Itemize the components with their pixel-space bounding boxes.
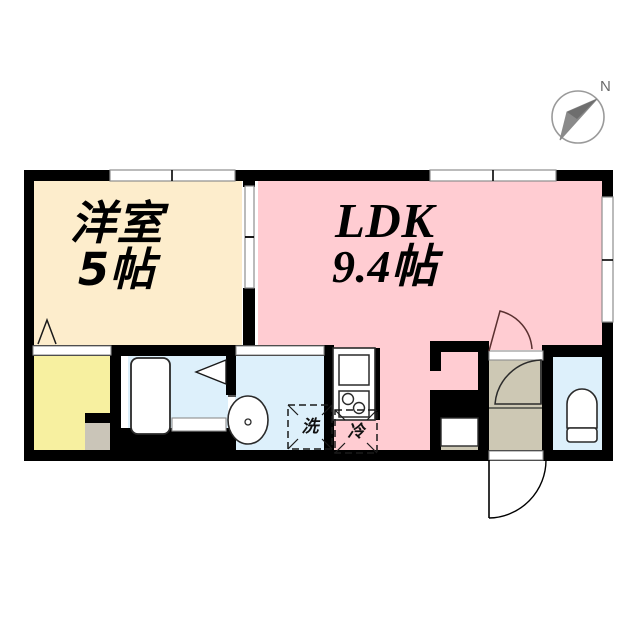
washroom-door-top[interactable] [235,345,325,356]
ldk-floor [258,180,612,350]
kitchen-unit [332,347,376,421]
closet-doors[interactable] [32,345,112,356]
bathtub [130,357,171,435]
bath-ledge [171,417,227,432]
shoe-cabinet [440,417,479,447]
entrance-door[interactable] [488,450,547,519]
fridge-tag: 冷 [347,422,365,442]
interior-walls [33,171,612,453]
fridge-space [334,409,378,454]
compass-rose [551,90,605,144]
bedroom-name: 洋室 [70,196,163,250]
window-ldk-right [601,196,614,323]
window-bedroom-top [109,169,236,182]
washbasin [227,395,269,445]
sliding-door-bedroom-ldk[interactable] [244,185,255,289]
bathroom-door-indicator [194,358,227,386]
washer-tag: 洗 [301,417,319,437]
ldk-label: LDK 9.4帖 [332,196,438,291]
closet-marker-bedroom [37,317,57,345]
ldk-size: 9.4帖 [332,240,438,292]
bedroom-floor [32,180,242,350]
ldk-name: LDK [335,193,435,248]
door-swing-ldk-genkan [488,310,533,352]
compass-north-label: N [600,78,611,95]
bedroom-label: 洋室 5帖 [70,200,163,293]
genkan-door-top[interactable] [488,350,544,361]
bedroom-size: 5帖 [77,242,156,296]
window-ldk-top [429,169,557,182]
closet-floor-ext [33,355,93,453]
door-swing-genkan-interior [494,359,542,405]
toilet-fixture [566,388,598,443]
washer-space [287,404,333,450]
